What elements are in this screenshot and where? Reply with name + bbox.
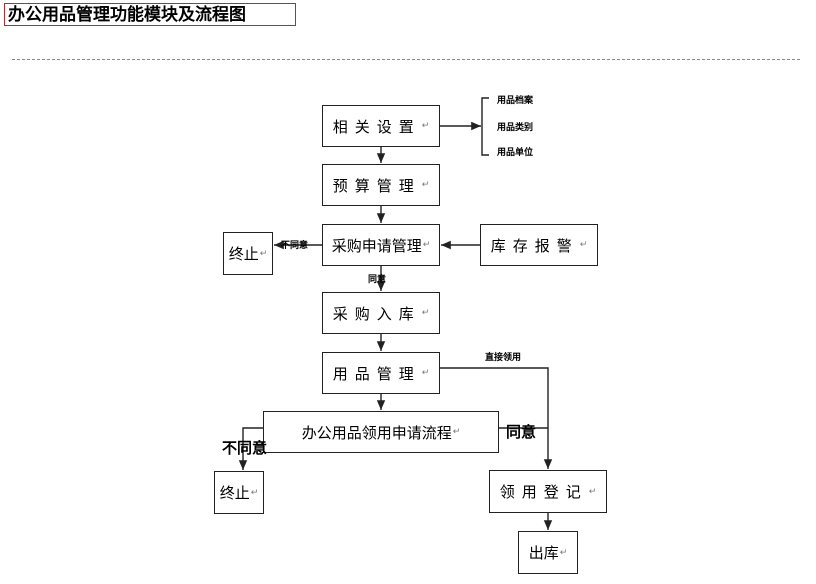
return-mark: ↵	[559, 547, 568, 558]
settings-bracket	[481, 97, 489, 156]
node-terminate-1[interactable]: 终止↵	[223, 232, 273, 275]
settings-item: 用品类别	[497, 123, 534, 133]
node-settings[interactable]: 相关设置↵	[322, 105, 440, 147]
node-stock-alert[interactable]: 库存报警↵	[480, 224, 598, 266]
node-purchase-request[interactable]: 采购申请管理↵	[322, 224, 440, 266]
node-requisition-flow[interactable]: 办公用品领用申请流程↵	[263, 411, 499, 453]
return-mark: ↵	[421, 308, 430, 318]
edge-label-reject-2: 不同意	[222, 439, 268, 457]
return-mark: ↵	[579, 240, 588, 250]
edge-label-direct-use: 直接领用	[485, 353, 522, 363]
return-mark: ↵	[421, 368, 430, 378]
return-mark: ↵	[452, 427, 461, 437]
node-label: 相关设置	[332, 117, 421, 136]
return-mark: ↵	[422, 240, 431, 250]
edge-label-approve-2: 同意	[506, 423, 537, 441]
node-terminate-2[interactable]: 终止↵	[214, 471, 264, 514]
node-requisition-register[interactable]: 领用登记↵	[489, 470, 607, 513]
node-label: 办公用品领用申请流程	[301, 423, 452, 442]
node-label: 采购申请管理	[331, 236, 422, 255]
node-label: 库存报警	[490, 236, 579, 255]
node-label: 出库	[528, 544, 559, 562]
node-purchase-in[interactable]: 采购入库↵	[322, 292, 440, 334]
return-mark: ↵	[588, 486, 597, 497]
node-label: 终止	[219, 484, 250, 502]
node-budget[interactable]: 预算管理↵	[322, 164, 440, 206]
node-outbound[interactable]: 出库↵	[518, 531, 578, 574]
dashed-divider	[12, 59, 800, 60]
node-label: 用品管理	[332, 364, 421, 383]
edge-label-reject-1: 不同意	[281, 241, 309, 251]
settings-item: 用品档案	[497, 96, 534, 106]
return-mark: ↵	[259, 248, 268, 259]
settings-item: 用品单位	[497, 148, 534, 158]
page-title: 办公用品管理功能模块及流程图	[4, 3, 296, 26]
edge-label-approve-1: 同意	[368, 275, 387, 285]
return-mark: ↵	[421, 180, 430, 190]
return-mark: ↵	[421, 121, 430, 131]
arrow-direct-use	[440, 367, 553, 469]
node-label: 采购入库	[332, 304, 421, 323]
node-supplies-mgmt[interactable]: 用品管理↵	[322, 352, 440, 394]
node-label: 终止	[228, 245, 259, 263]
node-label: 领用登记	[499, 483, 588, 501]
arrow-reject	[238, 427, 263, 470]
return-mark: ↵	[250, 487, 259, 498]
node-label: 预算管理	[332, 176, 421, 195]
